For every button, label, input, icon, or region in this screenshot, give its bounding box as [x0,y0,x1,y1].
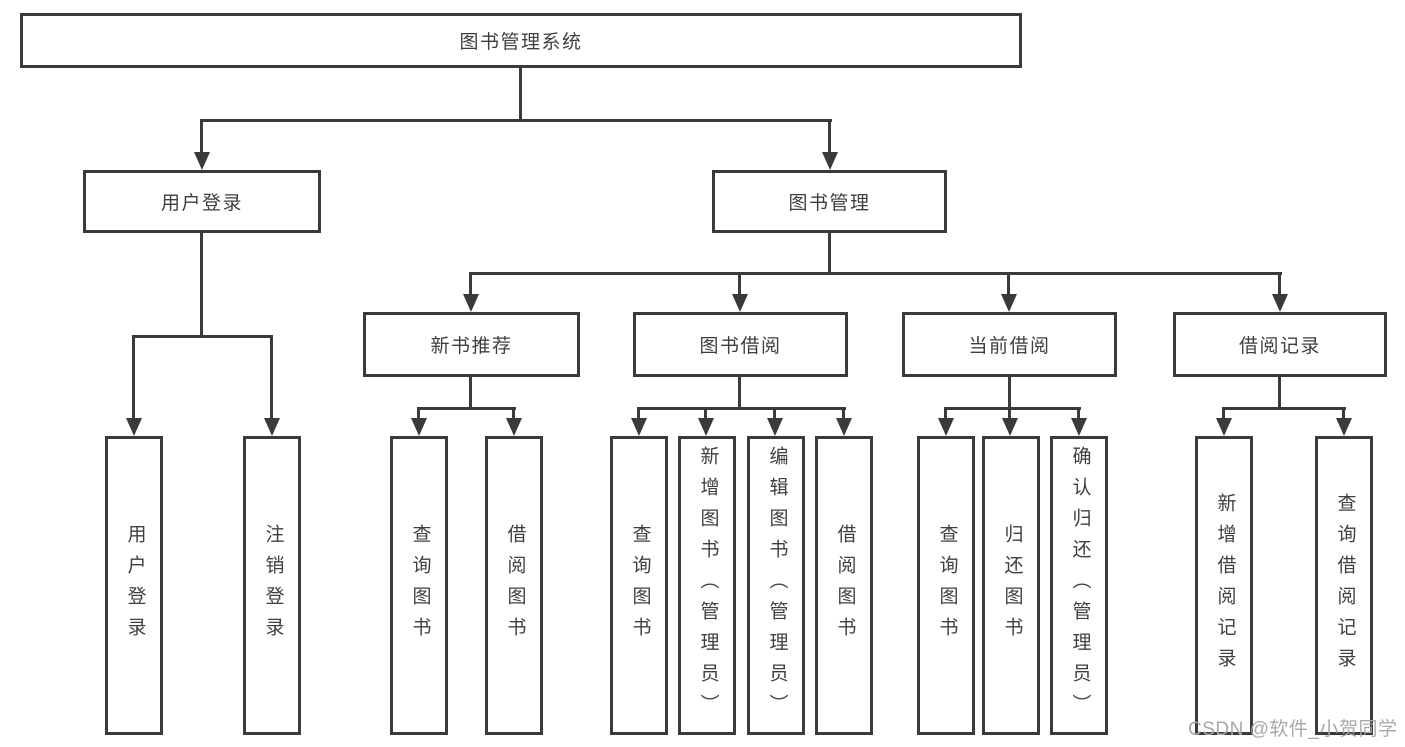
arrow-down-icon [1336,418,1352,436]
conn-cb-drop-1 [944,407,947,420]
leaf-cb-confirm-return: 确认归还（管理员） [1050,436,1108,735]
conn-root-drop-right [828,119,831,155]
arrow-down-icon [767,418,783,436]
leaf-br-query-record-label: 查询借阅记录 [1334,492,1356,679]
arrow-down-icon [1001,294,1017,312]
arrow-down-icon [411,418,427,436]
leaf-bb-add-books: 新增图书（管理员） [678,436,736,735]
conn-bookmgmt-stem [828,233,831,275]
leaf-bb-add-books-label: 新增图书（管理员） [697,446,719,725]
leaf-br-add-record: 新增借阅记录 [1195,436,1253,735]
conn-br-stem [1278,377,1281,409]
arrow-down-icon [631,418,647,436]
arrow-down-icon [822,152,838,170]
node-root-label: 图书管理系统 [459,32,583,53]
leaf-cb-return-books: 归还图书 [982,436,1040,735]
conn-root-drop-left [200,119,203,155]
node-book-borrowing: 图书借阅 [633,312,848,377]
conn-bb-drop-4 [842,407,845,420]
leaf-bb-query-books: 查询图书 [610,436,668,735]
conn-nbr-stem [469,377,472,409]
leaf-bb-borrow-books-label: 借阅图书 [834,523,856,648]
leaf-cb-return-books-label: 归还图书 [1001,523,1023,648]
leaf-br-query-record: 查询借阅记录 [1315,436,1373,735]
conn-bb-bar [637,407,846,410]
conn-bookmgmt-drop-3 [1007,272,1010,296]
conn-br-drop-1 [1222,407,1225,420]
leaf-logout: 注销登录 [243,436,301,735]
conn-cb-stem [1008,377,1011,409]
conn-nbr-drop-2 [512,407,515,420]
arrow-down-icon [1272,294,1288,312]
arrow-down-icon [1216,418,1232,436]
node-user-login-label: 用户登录 [160,193,243,214]
node-borrowing-records-label: 借阅记录 [1238,336,1321,357]
conn-userlogin-bar [132,335,273,338]
conn-bb-drop-2 [704,407,707,420]
leaf-bb-edit-books: 编辑图书（管理员） [747,436,805,735]
conn-nbr-drop-1 [417,407,420,420]
node-book-management: 图书管理 [712,170,947,233]
conn-bookmgmt-drop-1 [469,272,472,296]
leaf-nbr-borrow-books-label: 借阅图书 [504,523,526,648]
leaf-bb-edit-books-label: 编辑图书（管理员） [766,446,788,725]
conn-root-bar [200,119,832,122]
leaf-nbr-borrow-books: 借阅图书 [485,436,543,735]
conn-cb-drop-3 [1077,407,1080,420]
arrow-down-icon [506,418,522,436]
node-current-borrowing: 当前借阅 [902,312,1117,377]
node-new-book-recommend-label: 新书推荐 [430,336,513,357]
leaf-nbr-query-books-label: 查询图书 [409,523,431,648]
node-current-borrowing-label: 当前借阅 [968,336,1051,357]
csdn-watermark: CSDN @软件_小贺同学 [1188,719,1398,740]
arrow-down-icon [264,418,280,436]
conn-bookmgmt-drop-2 [738,272,741,296]
conn-userlogin-drop-2 [270,335,273,420]
node-book-management-label: 图书管理 [788,193,871,214]
arrow-down-icon [194,152,210,170]
conn-br-drop-2 [1342,407,1345,420]
leaf-cb-confirm-return-label: 确认归还（管理员） [1069,446,1091,725]
conn-br-bar [1222,407,1346,410]
node-new-book-recommend: 新书推荐 [363,312,580,377]
leaf-bb-borrow-books: 借阅图书 [815,436,873,735]
arrow-down-icon [1002,418,1018,436]
leaf-br-add-record-label: 新增借阅记录 [1214,492,1236,679]
leaf-cb-query-books: 查询图书 [917,436,975,735]
conn-userlogin-drop-1 [132,335,135,420]
node-root: 图书管理系统 [20,13,1022,68]
node-borrowing-records: 借阅记录 [1173,312,1387,377]
leaf-bb-query-books-label: 查询图书 [629,523,651,648]
arrow-down-icon [1071,418,1087,436]
node-book-borrowing-label: 图书借阅 [699,336,782,357]
leaf-user-login: 用户登录 [105,436,163,735]
arrow-down-icon [698,418,714,436]
arrow-down-icon [463,294,479,312]
arrow-down-icon [126,418,142,436]
arrow-down-icon [732,294,748,312]
leaf-logout-label: 注销登录 [262,523,284,648]
conn-cb-bar [944,407,1081,410]
conn-cb-drop-2 [1008,407,1011,420]
arrow-down-icon [938,418,954,436]
conn-bb-drop-3 [773,407,776,420]
leaf-nbr-query-books: 查询图书 [390,436,448,735]
arrow-down-icon [836,418,852,436]
conn-bb-stem [738,377,741,409]
conn-bb-drop-1 [637,407,640,420]
leaf-user-login-label: 用户登录 [124,523,146,648]
conn-root-stem [519,68,522,122]
conn-nbr-bar [417,407,516,410]
conn-userlogin-stem [200,233,203,338]
node-user-login: 用户登录 [83,170,321,233]
conn-bookmgmt-drop-4 [1278,272,1281,296]
leaf-cb-query-books-label: 查询图书 [936,523,958,648]
conn-bookmgmt-bar [469,272,1282,275]
